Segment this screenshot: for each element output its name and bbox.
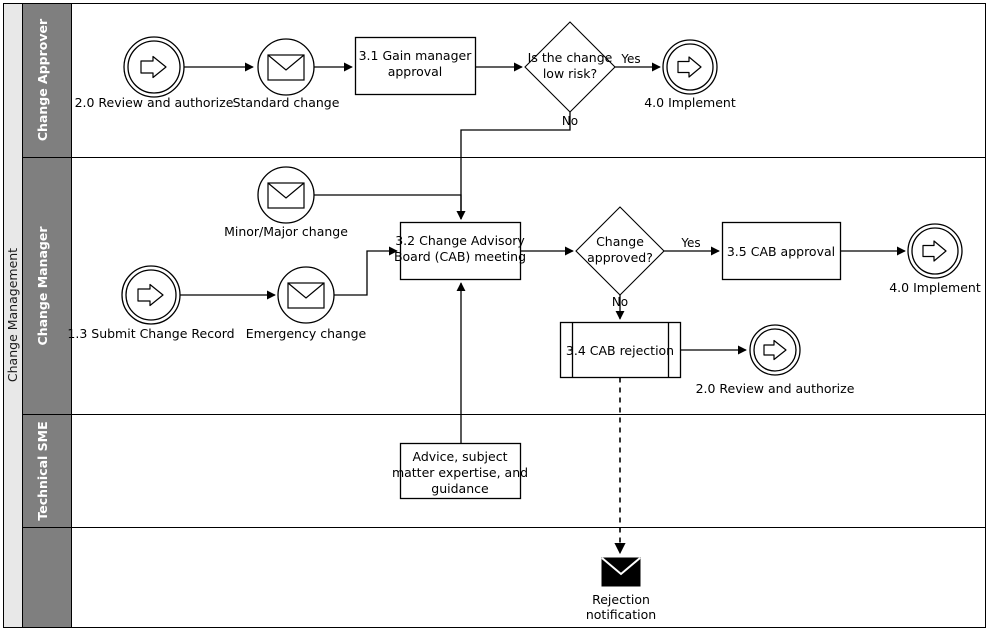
n-implement-right-label: 4.0 Implement <box>889 280 981 295</box>
lane-headers: Change Approver Change Manager Technical… <box>22 3 72 628</box>
link-arrow-icon <box>677 56 702 78</box>
n-review-bottom-label: 2.0 Review and authorize <box>696 381 855 396</box>
link-arrow-icon <box>137 283 164 307</box>
flow-label-yes-mid: Yes <box>680 236 700 250</box>
n-cab-meeting-line1: 3.2 Change Advisory <box>395 233 525 248</box>
edge-gateway-no-to-cab <box>456 112 571 220</box>
flow-label-yes-top: Yes <box>620 52 640 66</box>
n-cab-meeting[interactable]: 3.2 Change Advisory Board (CAB) meeting <box>394 221 526 281</box>
n-advice-line1: Advice, subject <box>413 449 508 464</box>
edge-minor-major-to-cab <box>314 194 466 220</box>
n-review-bottom[interactable] <box>749 324 801 376</box>
n-start-review-top-label: 2.0 Review and authorize <box>75 95 234 110</box>
link-arrow-icon <box>763 339 787 361</box>
n-advice-line2: matter expertise, and <box>392 465 528 480</box>
envelope-icon <box>287 282 325 309</box>
edges-lane-2: Yes No <box>180 194 906 555</box>
n-implement-top[interactable] <box>662 39 718 95</box>
link-arrow-icon <box>140 55 167 79</box>
edges-lane-1: Yes No <box>184 52 661 220</box>
n-cab-meeting-line2: Board (CAB) meeting <box>394 249 526 264</box>
n-implement-top-label: 4.0 Implement <box>644 95 736 110</box>
n-gain-approval-line1: 3.1 Gain manager <box>359 48 473 63</box>
flow-label-no-top: No <box>562 114 578 128</box>
n-implement-right[interactable] <box>907 223 963 279</box>
lane-label-technical-sme: Technical SME <box>35 421 50 520</box>
n-advice-line3: guidance <box>431 481 489 496</box>
n-submit-record-label: 1.3 Submit Change Record <box>67 326 234 341</box>
n-rejection-notice[interactable] <box>601 557 641 587</box>
n-cab-rejection-label: 3.4 CAB rejection <box>566 343 674 358</box>
n-gw-low-risk[interactable]: Is the change low risk? <box>524 21 616 113</box>
lane-separators <box>71 3 986 628</box>
n-gw-low-risk-line1: Is the change <box>528 50 613 65</box>
n-cab-approval[interactable]: 3.5 CAB approval <box>721 221 842 281</box>
n-emergency-change-label: Emergency change <box>246 326 367 341</box>
n-cab-approval-label: 3.5 CAB approval <box>727 244 835 259</box>
n-rejection-notice-line1: Rejection <box>592 592 650 607</box>
n-gw-approved-line2: approved? <box>587 250 653 265</box>
n-gain-approval[interactable]: 3.1 Gain manager approval <box>354 36 477 96</box>
flow-label-no-mid: No <box>612 295 628 309</box>
envelope-icon <box>267 182 305 209</box>
n-minor-major[interactable] <box>257 166 315 224</box>
n-rejection-notice-line2: notification <box>586 607 656 622</box>
n-submit-record[interactable] <box>121 265 181 325</box>
n-minor-major-label: Minor/Major change <box>224 224 348 239</box>
n-standard-change[interactable] <box>257 38 315 96</box>
n-start-review-top[interactable] <box>123 36 185 98</box>
edge-emergency-to-cab <box>334 246 398 296</box>
n-gw-low-risk-line2: low risk? <box>543 66 597 81</box>
n-emergency-change[interactable] <box>277 266 335 324</box>
lane-header-unnamed <box>22 527 72 628</box>
pool-label: Change Management <box>5 248 20 382</box>
n-advice[interactable]: Advice, subject matter expertise, and gu… <box>392 442 528 500</box>
lane-label-change-approver: Change Approver <box>35 18 50 141</box>
link-arrow-icon <box>922 240 947 262</box>
lane-label-change-manager: Change Manager <box>35 226 50 346</box>
n-gain-approval-line2: approval <box>388 64 443 79</box>
n-gw-approved[interactable]: Change approved? <box>575 206 665 296</box>
envelope-icon <box>267 54 305 81</box>
n-standard-change-label: Standard change <box>233 95 340 110</box>
n-cab-rejection[interactable]: 3.4 CAB rejection <box>559 321 682 379</box>
n-gw-approved-line1: Change <box>596 234 644 249</box>
